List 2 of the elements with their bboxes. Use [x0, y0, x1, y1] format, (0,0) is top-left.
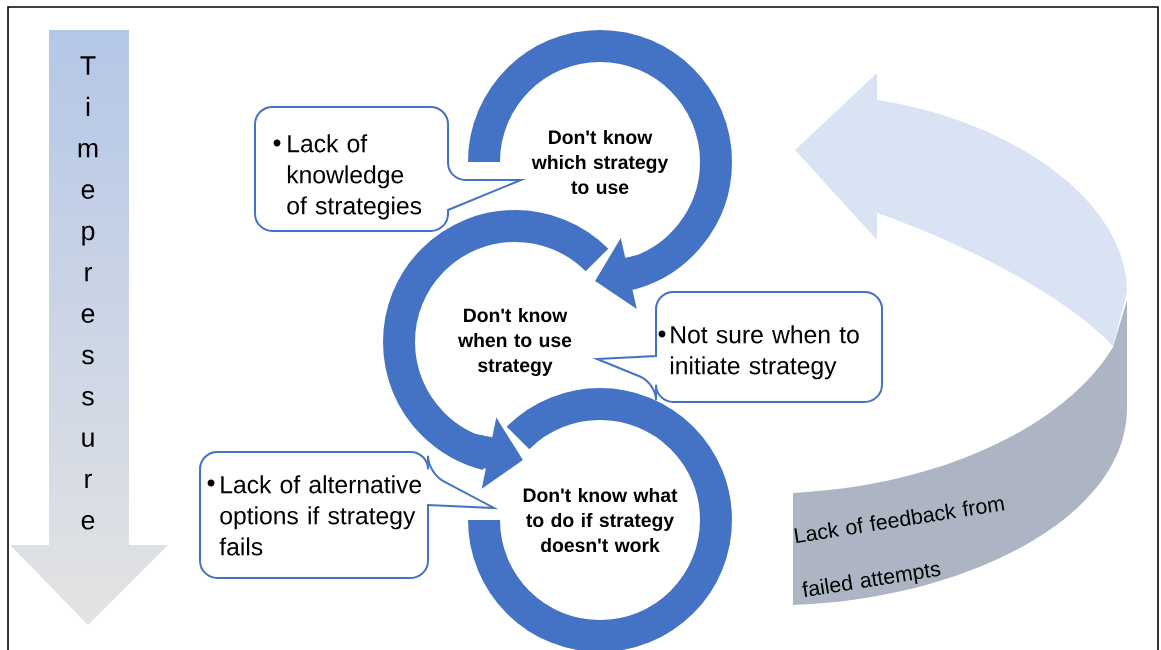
callout-box: Lack of alternative options if strategy fails — [199, 451, 495, 579]
time-arrow: Time pressure — [78, 56, 98, 530]
